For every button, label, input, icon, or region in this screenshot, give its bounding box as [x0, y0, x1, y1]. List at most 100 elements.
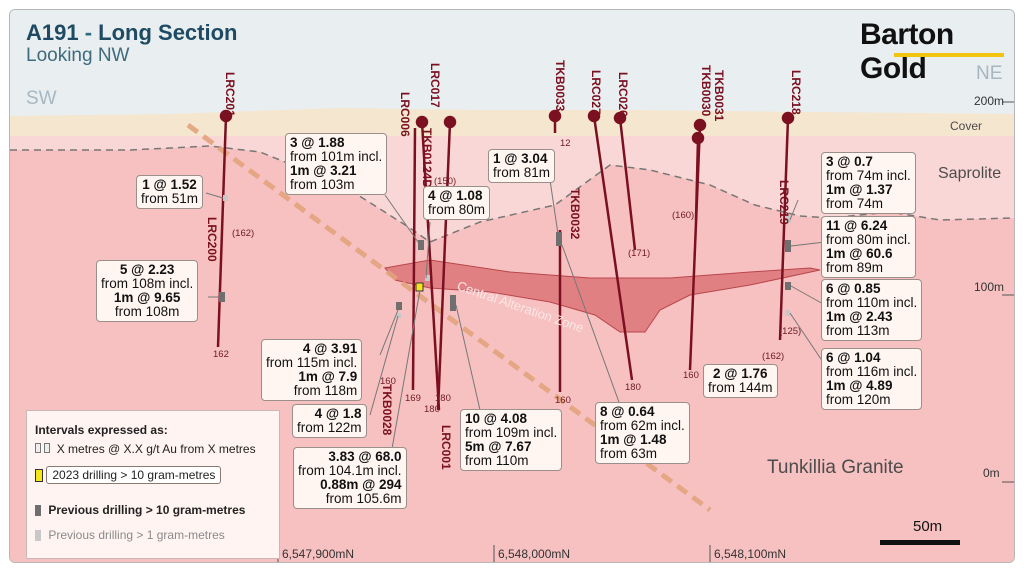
callout-line: 1m @ 9.65	[113, 290, 181, 305]
callout-line: from 120m	[826, 392, 891, 407]
page-subtitle: Looking NW	[26, 45, 130, 66]
hole-label-lrc201: LRC201	[223, 72, 237, 117]
leader-c6	[379, 309, 399, 356]
interval-lrc001	[450, 295, 456, 311]
callout-line: from 110m	[465, 453, 529, 468]
leader-c10	[561, 244, 621, 406]
scale-bar	[880, 540, 960, 545]
brand-underline	[894, 53, 1004, 57]
legend-title: Intervals expressed as:	[35, 423, 168, 437]
zone-granite: Tunkillia Granite	[767, 457, 904, 478]
hole-label-lrc219: LRC219	[777, 180, 791, 225]
intercept-callout: 4 @ 3.91 from 115m incl. 1m @ 7.9 from 1…	[261, 339, 363, 401]
intercept-callout: 6 @ 1.04 from 116m incl. 1m @ 4.89 from …	[821, 348, 923, 410]
depth-label: (160)	[672, 210, 695, 221]
legend-row-prev10: Previous drilling > 10 gram-metres	[35, 503, 245, 517]
callout-line: 1m @ 4.89	[826, 378, 893, 393]
callout-line: 4 @ 3.91	[302, 341, 358, 356]
intercept-callout: 4 @ 1.08 from 80m	[423, 186, 491, 220]
direction-ne: NE	[976, 63, 1003, 84]
leader-c4	[425, 221, 431, 279]
cover-layer	[10, 108, 1014, 136]
intercept-callout: 1 @ 1.52 from 51m	[136, 175, 204, 209]
drillhole-lrc027	[592, 115, 634, 381]
brand-logo: Barton Gold	[860, 18, 954, 85]
legend-row-label: Previous drilling > 10 gram-metres	[48, 503, 246, 517]
scale-label: 50m	[913, 518, 943, 535]
callout-line: 0.88m @ 294	[320, 477, 402, 492]
leader-c13	[790, 241, 826, 247]
interval-swatch-icon	[44, 443, 51, 453]
collar-lrc026	[613, 111, 627, 125]
callout-line: from 105.6m	[325, 491, 402, 506]
depth-label: 160	[555, 395, 571, 406]
callout-line: from 108m incl.	[101, 276, 194, 291]
callout-line: from 80m	[428, 202, 486, 217]
long-section-figure: A191 - Long Section Looking NW Barton Go…	[9, 9, 1015, 563]
callout-line: 1m @ 1.48	[600, 432, 667, 447]
callout-line: from 115m incl.	[266, 355, 358, 370]
intercept-callout: 10 @ 4.08 from 109m incl. 5m @ 7.67 from…	[460, 409, 563, 471]
collar-tkb0033	[548, 109, 562, 123]
callout-line: from 109m incl.	[465, 425, 558, 440]
hole-label-lrc001: LRC001	[439, 425, 453, 470]
callout-line: from 144m	[708, 380, 773, 395]
leader-c9	[455, 304, 481, 411]
legend-row-label: Previous drilling > 1 gram-metres	[48, 528, 225, 542]
hole-label-lrc026: LRC026	[616, 72, 630, 117]
callout-line: from 116m incl.	[826, 364, 918, 379]
intercept-callout: 1 @ 3.04 from 81m	[488, 149, 556, 183]
callout-line: 11 @ 6.24	[826, 218, 888, 233]
intercept-callout: 3.83 @ 68.0 from 104.1m incl. 0.88m @ 29…	[293, 447, 407, 509]
hole-label-lrc200: LRC200	[205, 217, 219, 262]
coord-label: 6,548,000mN	[498, 547, 571, 561]
interval-swatch-icon	[35, 443, 41, 453]
central-alteration-zone	[384, 259, 821, 333]
hole-label-tkb0033: TKB0033	[553, 60, 567, 112]
drillhole-lrc026	[618, 117, 637, 251]
leader-c5	[549, 179, 559, 235]
legend-row-2023: 2023 drilling > 10 gram-metres	[35, 466, 222, 484]
callout-line: 4 @ 1.8	[314, 406, 362, 421]
depth-label: 160	[683, 370, 699, 381]
callout-line: from 63m	[600, 446, 658, 461]
drillhole-lrc218	[778, 117, 790, 341]
callout-line: from 122m	[297, 420, 362, 435]
drillhole-lrc006	[420, 121, 441, 411]
callout-line: 1m @ 60.6	[826, 246, 893, 261]
callout-line: 3.83 @ 68.0	[328, 449, 402, 464]
intercept-callout: 3 @ 1.88 from 101m incl. 1m @ 3.21 from …	[285, 133, 388, 195]
callout-line: 3 @ 0.7	[826, 154, 873, 169]
callout-line: from 51m	[141, 191, 199, 206]
hole-label-tkb0028: TKB0028	[380, 384, 394, 436]
collar-tkb0031	[691, 131, 705, 145]
callout-line: 1 @ 1.52	[142, 177, 197, 192]
callout-line: from 103m	[290, 177, 355, 192]
hole-label-lrc027: LRC027	[589, 70, 603, 115]
callout-line: 6 @ 1.04	[826, 350, 881, 365]
callout-line: 1m @ 7.9	[298, 369, 358, 384]
callout-line: 1m @ 2.43	[826, 309, 893, 324]
legend-row-prev1: Previous drilling > 1 gram-metres	[35, 528, 225, 542]
sky-area	[10, 10, 1014, 118]
collar-tkb0030	[693, 118, 707, 132]
callout-line: 1m @ 3.21	[290, 163, 357, 178]
callout-line: 10 @ 4.08	[465, 411, 527, 426]
depth-label: 169	[405, 393, 421, 404]
collar-lrc218	[781, 111, 795, 125]
saprolite-layer	[10, 136, 1014, 242]
callout-line: from 89m	[826, 260, 884, 275]
callout-line: from 104.1m incl.	[298, 463, 402, 478]
coord-label: 6,547,900mN	[282, 547, 355, 561]
collar-lrc201	[219, 109, 233, 123]
callout-line: 8 @ 0.64	[600, 404, 655, 419]
collar-lrc006	[415, 115, 429, 129]
drillhole-tkb0124d	[411, 127, 417, 391]
callout-line: 6 @ 0.85	[826, 281, 881, 296]
callout-line: from 110m incl.	[826, 295, 918, 310]
legend-row-label: 2023 drilling > 10 gram-metres	[46, 466, 222, 484]
interval-lrc006	[418, 240, 424, 250]
callout-line: 1 @ 3.04	[493, 151, 548, 166]
hole-label-lrc006: LRC006	[398, 92, 412, 137]
callout-line: from 81m	[493, 165, 551, 180]
